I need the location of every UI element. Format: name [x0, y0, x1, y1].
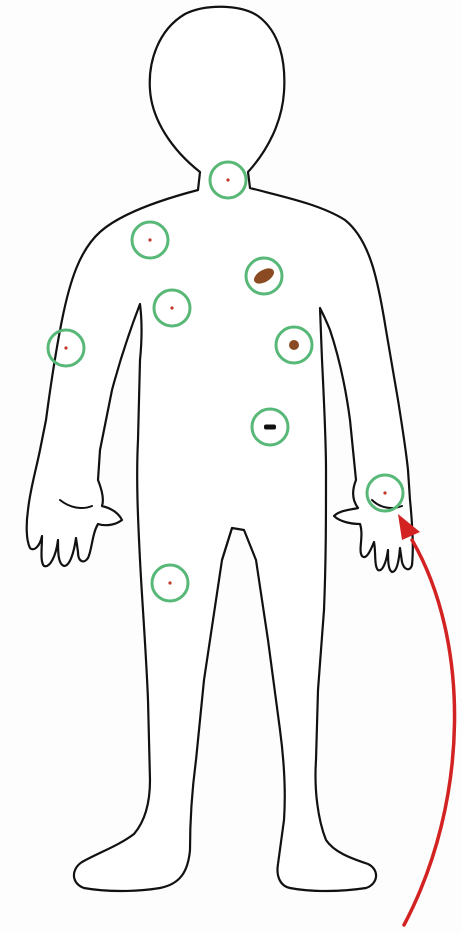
- mole-spot: [264, 425, 276, 430]
- pointer-arrow-line: [404, 540, 455, 925]
- mole-spot: [148, 238, 151, 241]
- mole-spot: [170, 306, 173, 309]
- mole-spot: [289, 340, 299, 350]
- mole-spot: [64, 346, 67, 349]
- mole-spot: [383, 491, 386, 494]
- mole-spot: [226, 178, 229, 181]
- mole-spot: [168, 581, 171, 584]
- body-outline: [27, 7, 413, 891]
